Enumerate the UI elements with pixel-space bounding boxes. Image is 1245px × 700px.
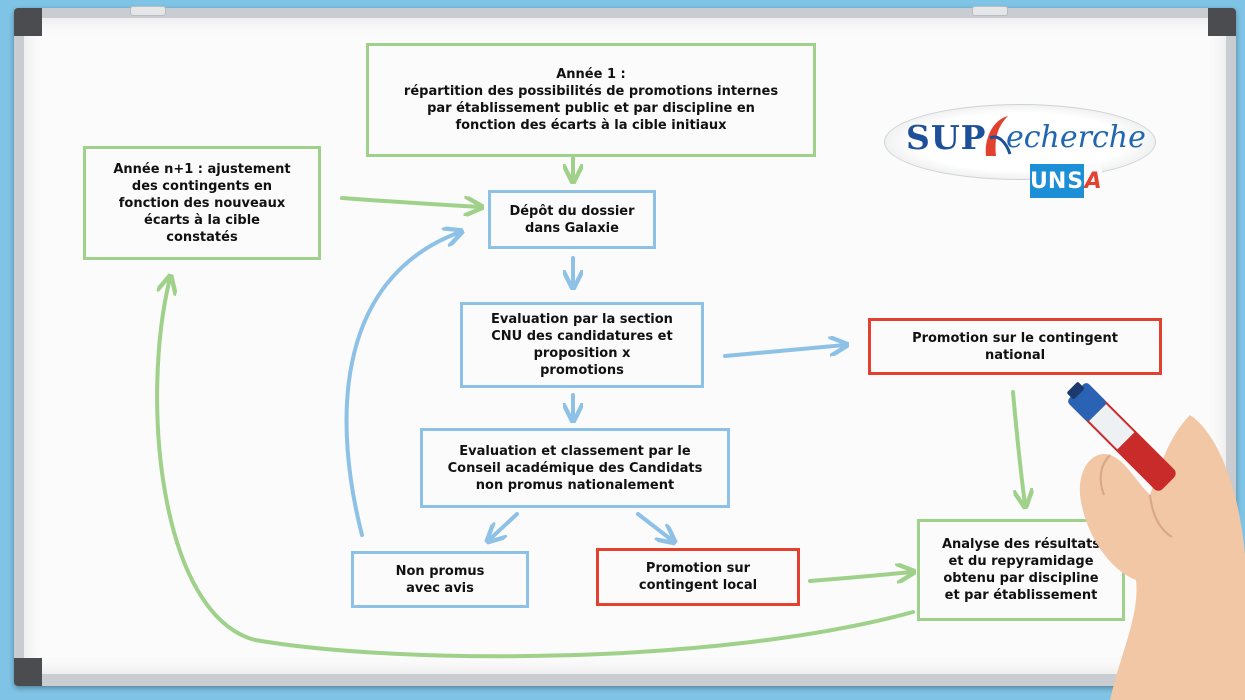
- hand-with-marker-icon: [1067, 382, 1245, 700]
- arrow-conseil-to-nonpromus: [489, 512, 519, 540]
- node-evaluation-cnu: Evaluation par la section CNU des candid…: [460, 302, 704, 388]
- logo-unsa-letter: A: [1084, 164, 1103, 198]
- logo-unsa-letter: S: [1066, 164, 1085, 198]
- node-analyse-label: Analyse des résultats et du repyramidage…: [941, 537, 1101, 603]
- arrow-conseil-to-locale: [636, 512, 673, 541]
- logo-oval: [884, 104, 1156, 180]
- node-promotion-locale-label: Promotion sur contingent local: [638, 561, 758, 593]
- node-evaluation-conseil: Evaluation et classement par le Conseil …: [420, 428, 730, 508]
- node-promotion-nationale: Promotion sur le contingent national: [868, 318, 1162, 375]
- logo-sup-text: SUP: [906, 118, 987, 157]
- logo-recherche-text: echerche: [1006, 120, 1146, 155]
- logo-r-swoosh-icon: [985, 116, 1012, 156]
- node-non-promus-label: Non promus avec avis: [395, 563, 485, 596]
- board-corner: [14, 8, 42, 36]
- node-analyse: Analyse des résultats et du repyramidage…: [917, 519, 1125, 621]
- board-clip: [130, 6, 166, 16]
- logo-unsa-letter: U: [1030, 164, 1048, 198]
- arrow-nonpromus-to-depot: [344, 232, 460, 537]
- arrow-cnu-to-nationale: [723, 345, 845, 358]
- node-non-promus: Non promus avec avis: [351, 551, 529, 608]
- supr-recherche-unsa-logo: SUP echerche U N S A: [884, 104, 1164, 204]
- arrow-anneen1-to-depot: [340, 196, 480, 207]
- node-promotion-locale: Promotion sur contingent local: [596, 548, 800, 606]
- logo-unsa: U N S A: [1030, 164, 1103, 198]
- node-depot: Dépôt du dossier dans Galaxie: [488, 190, 656, 249]
- node-annee1-label: Année 1 : répartition des possibilités d…: [403, 67, 779, 133]
- node-annee1: Année 1 : répartition des possibilités d…: [366, 43, 816, 157]
- node-annee-n1-label: Année n+1 : ajustement des contingents e…: [113, 161, 291, 245]
- arrow-locale-to-analyse: [808, 572, 912, 581]
- node-depot-label: Dépôt du dossier dans Galaxie: [509, 203, 635, 236]
- logo-unsa-letter: N: [1047, 164, 1067, 198]
- board-clip: [972, 6, 1008, 16]
- arrow-analyse-to-anneen1: [155, 278, 915, 659]
- node-evaluation-conseil-label: Evaluation et classement par le Conseil …: [447, 443, 703, 493]
- arrow-nationale-to-analyse: [1011, 390, 1025, 505]
- node-annee-n1: Année n+1 : ajustement des contingents e…: [83, 146, 321, 260]
- board-corner: [1208, 8, 1236, 36]
- board-corner: [14, 658, 42, 686]
- node-promotion-nationale-label: Promotion sur le contingent national: [912, 330, 1118, 363]
- node-evaluation-cnu-label: Evaluation par la section CNU des candid…: [491, 312, 673, 378]
